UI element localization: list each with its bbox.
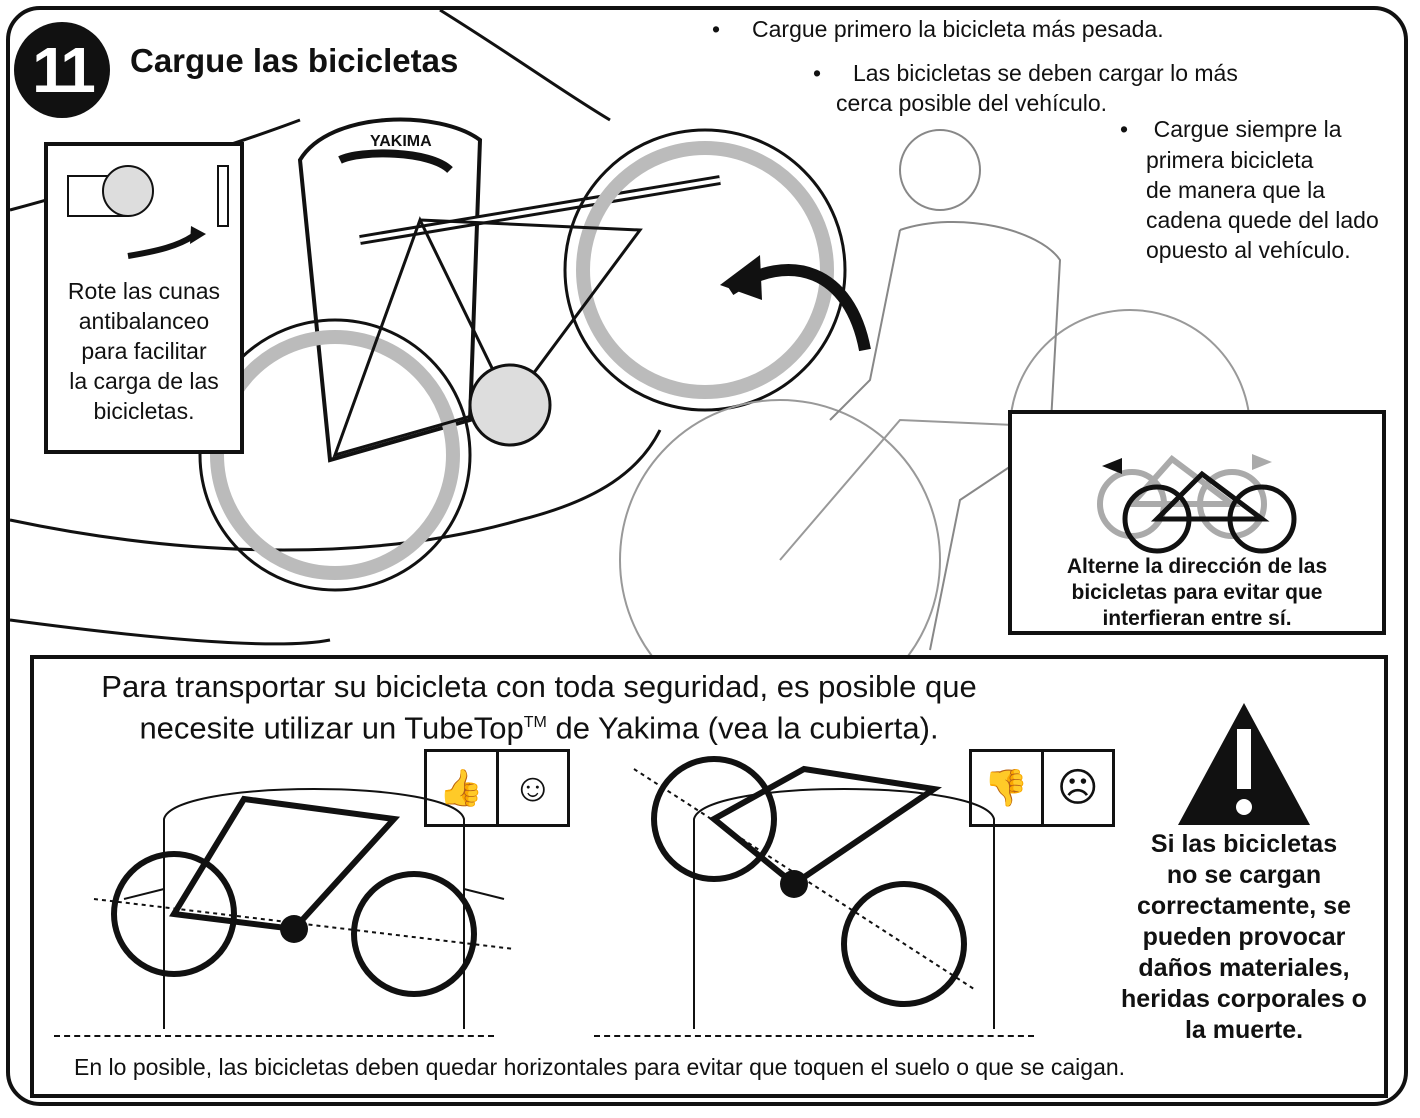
smiley-icon: ☺ [512, 765, 554, 810]
main-illustration: YAKIMA [9, 8, 1251, 721]
ground-line-left [54, 1035, 494, 1037]
cradle-detail-illustration [67, 165, 229, 259]
right-callout: Alterne la dirección de las bicicletas p… [1008, 410, 1386, 635]
right-callout-line-2: bicicletas para evitar que [1071, 581, 1323, 604]
left-callout-line-1: Rote las cunas [67, 278, 221, 304]
good-indicator: 👍 ☺ [424, 749, 570, 827]
page-frame [6, 6, 1408, 1106]
headline-line-2: necesite utilizar un TubeTopTM de Yakima… [139, 710, 939, 746]
bullet-3-line5: opuesto al vehículo. [1146, 237, 1351, 263]
bad-indicator: 👎 ☹ [969, 749, 1115, 827]
warning-text: Si las bicicletas no se cargan correctam… [1121, 830, 1367, 1044]
frown-icon: ☹ [1056, 766, 1099, 810]
trademark-mark: TM [523, 714, 547, 731]
correct-loading-illustration [93, 788, 515, 1029]
bullet-2: • Las bicicletas se deben cargar lo más [813, 60, 1238, 86]
bottom-panel: Para transportar su bicicleta con toda s… [30, 655, 1388, 1098]
right-callout-line-3: interfieran entre sí. [1102, 607, 1292, 630]
bullet-3-line4: cadena quede del lado [1146, 207, 1379, 233]
left-callout-line-4: la carga de las [69, 368, 219, 394]
step-number-badge: 11 [14, 22, 110, 118]
thumbs-down-icon: 👎 [972, 752, 1044, 824]
step-title: Cargue las bicicletas [130, 42, 459, 79]
left-callout-line-2: antibalanceo [78, 308, 210, 334]
ground-line-right [594, 1035, 1034, 1037]
bottom-footer: En lo posible, las bicicletas deben qued… [74, 1054, 1126, 1080]
headline-line-1: Para transportar su bicicleta con toda s… [101, 669, 977, 704]
warning-triangle-icon [1178, 703, 1310, 825]
left-callout: Rote las cunas antibalanceo para facilit… [44, 142, 244, 454]
bullet-1: • Cargue primero la bicicleta más pesada… [712, 16, 1164, 42]
left-callout-line-3: para facilitar [81, 338, 207, 364]
bullet-2-cont: cerca posible del vehículo. [836, 90, 1108, 116]
bullet-3-line3: de manera que la [1146, 177, 1326, 203]
thumbs-up-icon: 👍 [427, 752, 499, 824]
bottom-headline: Para transportar su bicicleta con toda s… [54, 669, 1024, 746]
incorrect-loading-illustration [633, 756, 995, 1029]
bullet-3: • Cargue siempre la [1120, 116, 1342, 142]
brand-label: YAKIMA [370, 133, 432, 150]
left-callout-line-5: bicicletas. [93, 398, 195, 424]
alternating-bikes-illustration [1097, 454, 1297, 554]
right-callout-line-1: Alterne la dirección de las [1066, 555, 1328, 578]
bullet-3-line2: primera bicicleta [1146, 147, 1314, 173]
